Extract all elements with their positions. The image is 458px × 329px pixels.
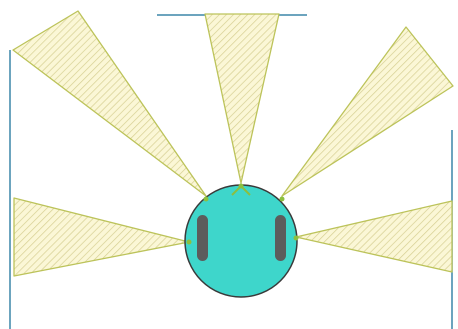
left-wheel — [197, 215, 208, 261]
sensor-mount-right — [293, 235, 299, 241]
sensor-mount-upper-left — [203, 196, 209, 202]
sensor-cone-right — [295, 200, 453, 273]
sensor-mount-upper-right — [279, 196, 285, 202]
sensor-mount-front — [238, 183, 244, 189]
sensor-cone-front — [204, 13, 280, 184]
sensor-cone-upper-left — [12, 10, 207, 197]
right-wheel — [275, 215, 286, 261]
sensor-mount-left — [186, 239, 192, 245]
robot — [184, 183, 299, 298]
sensor-cone-upper-right — [281, 26, 454, 197]
sensor-cone-left — [13, 197, 190, 277]
sensor-mounts — [186, 183, 299, 245]
sensor-cones — [12, 10, 454, 277]
